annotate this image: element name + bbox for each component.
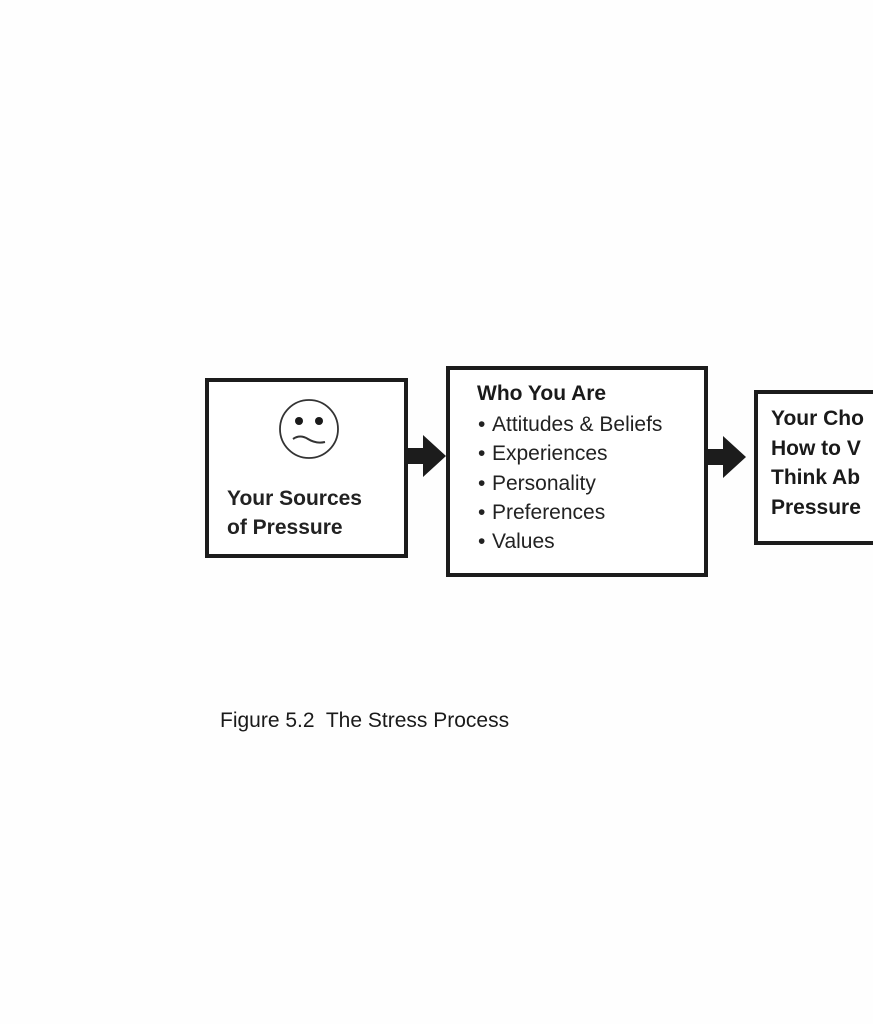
figure-caption: Figure 5.2 The Stress Process <box>220 709 510 732</box>
who-you-are-list: Attitudes & Beliefs Experiences Personal… <box>478 410 662 556</box>
arrow-right-icon <box>706 436 746 478</box>
your-choices-box: Your Cho How to V Think Ab Pressure <box>754 390 873 545</box>
your-choices-label: Your Cho How to V Think Ab Pressure <box>771 404 864 522</box>
choices-label-line: Pressure <box>771 495 861 519</box>
choices-label-line: How to V <box>771 436 861 460</box>
who-you-are-box: Who You Are Attitudes & Beliefs Experien… <box>446 366 708 577</box>
who-you-are-title: Who You Are <box>477 382 607 405</box>
sad-face-icon <box>279 399 339 459</box>
list-item: Values <box>478 527 662 556</box>
list-item: Personality <box>478 469 662 498</box>
list-item: Preferences <box>478 498 662 527</box>
sources-label-line: Your Sources <box>227 487 362 510</box>
arrow-right-icon <box>406 435 446 477</box>
choices-label-line: Your Cho <box>771 407 864 430</box>
sources-label-line: of Pressure <box>227 516 343 539</box>
choices-label-line: Think Ab <box>771 466 861 489</box>
list-item: Experiences <box>478 439 662 468</box>
sources-of-pressure-box: Your Sources of Pressure <box>205 378 408 558</box>
list-item: Attitudes & Beliefs <box>478 410 662 439</box>
sources-label: Your Sources of Pressure <box>227 484 362 542</box>
